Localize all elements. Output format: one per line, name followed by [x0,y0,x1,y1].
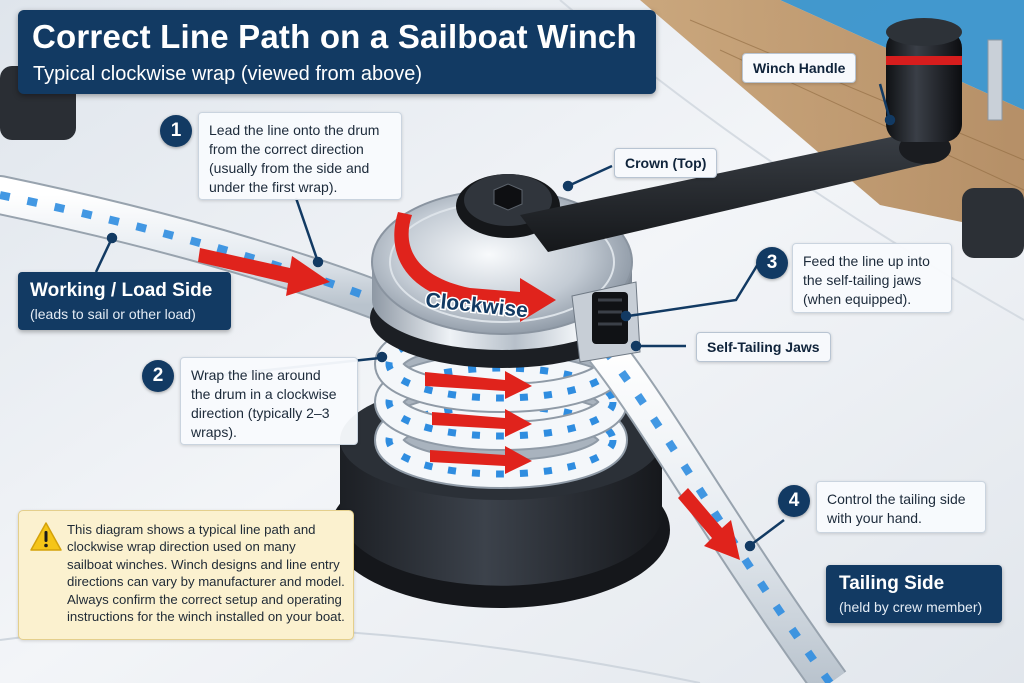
deck-fitting-right [962,188,1024,258]
step-3-badge: 3 [756,247,788,279]
clockwise-arrow [394,212,556,322]
winch-handle-label: Winch Handle [742,53,857,83]
tailing-side-subtitle: (held by crew member) [839,599,983,615]
step-1-badge: 1 [160,115,192,147]
tailing-direction-arrow [678,488,740,560]
stanchion [987,39,1003,121]
wrap-direction-arrows [425,371,532,474]
teak-deck [640,0,1024,235]
disclaimer-box: This diagram shows a typical line path a… [18,510,354,640]
step-2-badge: 2 [142,360,174,392]
crown-label: Crown (Top) [614,148,718,178]
step-4-badge: 4 [778,485,810,517]
winch-handle-arm [520,132,935,252]
load-direction-arrow [198,248,330,296]
warning-triangle-icon [30,522,62,551]
page-title: Correct Line Path on a Sailboat Winch [32,18,637,55]
tailing-side-title: Tailing Side [839,573,945,594]
tailing-side-callout: Tailing Side (held by crew member) [826,565,1002,623]
load-side-callout: Working / Load Side (leads to sail or ot… [18,272,231,330]
load-side-subtitle: (leads to sail or other load) [30,306,196,322]
self-tailing-jaws [571,281,641,363]
disclaimer-text: This diagram shows a typical line path a… [67,522,345,625]
winch-handle-knob [886,18,962,142]
title-banner: Correct Line Path on a Sailboat Winch Ty… [18,10,656,94]
self-tailing-jaws-label: Self-Tailing Jaws [696,332,831,362]
page-subtitle: Typical clockwise wrap (viewed from abov… [33,63,423,85]
load-side-title: Working / Load Side [30,280,213,301]
